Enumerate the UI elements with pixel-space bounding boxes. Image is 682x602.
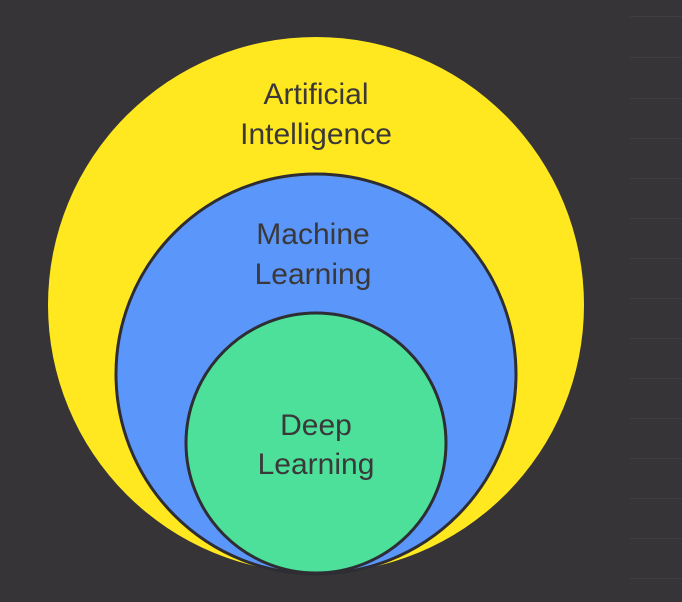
dl-label-line-2: Learning xyxy=(258,448,375,481)
ai-label-line-1: Artificial xyxy=(263,78,368,111)
dl-label-line-1: Deep xyxy=(280,409,352,442)
ai-label-line-2: Intelligence xyxy=(240,118,392,151)
ml-label-line-2: Learning xyxy=(255,258,372,291)
background-stripes xyxy=(630,0,682,602)
deep-learning-circle xyxy=(184,311,448,575)
ml-label-line-1: Machine xyxy=(256,218,369,251)
